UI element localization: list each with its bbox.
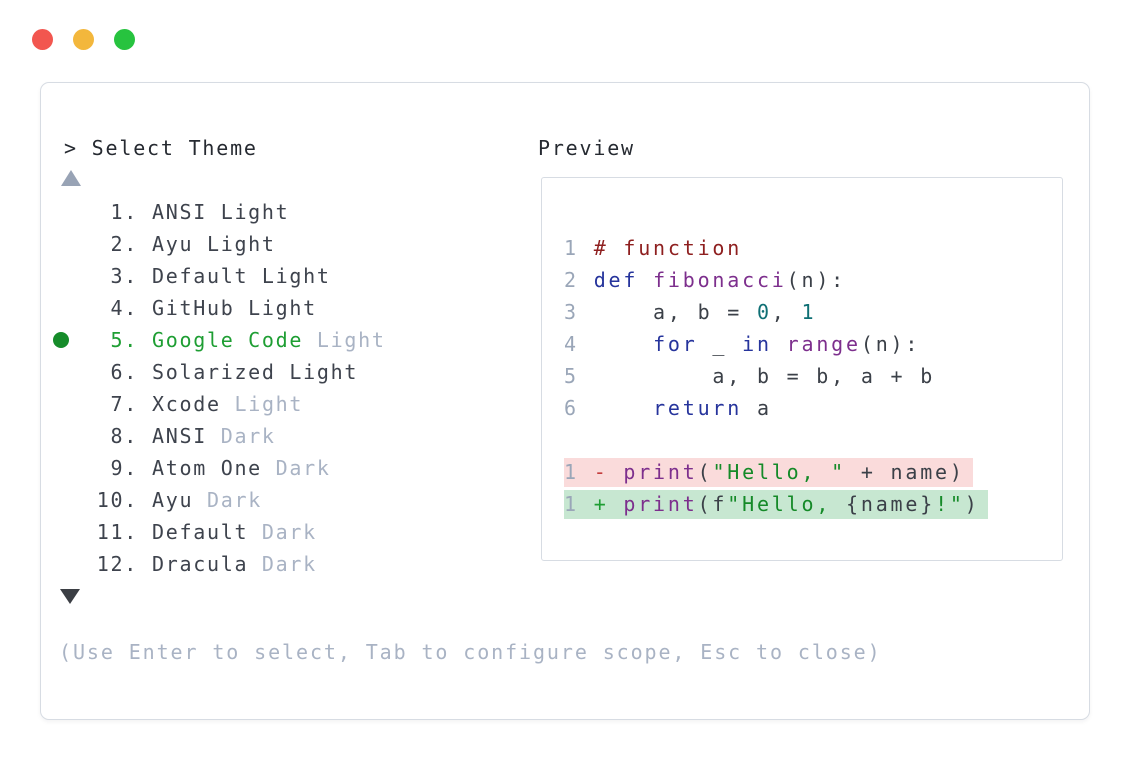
theme-item-number: 7. [110, 392, 138, 416]
window-controls [32, 29, 135, 50]
theme-item-label: ANSI Dark [152, 424, 276, 448]
theme-list-item[interactable]: 2. Ayu Light [41, 228, 521, 260]
bullet-slot [53, 428, 69, 444]
theme-item-label: ANSI Light [152, 200, 290, 224]
theme-list-item[interactable]: 4. GitHub Light [41, 292, 521, 324]
scroll-down-icon[interactable] [60, 589, 80, 604]
close-button[interactable] [32, 29, 53, 50]
line-number: 6 [564, 396, 594, 420]
line-number: 2 [564, 268, 594, 292]
theme-item-label: Ayu Dark [152, 488, 262, 512]
bullet-slot [53, 300, 69, 316]
theme-item-number: 8. [110, 424, 138, 448]
theme-item-number: 12. [96, 552, 138, 576]
theme-list-item[interactable]: 1. ANSI Light [41, 196, 521, 228]
bullet-slot [53, 364, 69, 380]
bullet-slot [53, 524, 69, 540]
selected-item-bullet-icon [53, 332, 69, 348]
theme-item-number: 5. [110, 328, 138, 352]
diff-line-added: 1 + print(f"Hello, {name}!") [564, 488, 1062, 520]
theme-item-label: Default Light [152, 264, 331, 288]
theme-item-label: Dracula Dark [152, 552, 317, 576]
theme-item-label: Solarized Light [152, 360, 359, 384]
code-line: 3 a, b = 0, 1 [564, 300, 817, 324]
code-line: 6 return a [564, 396, 772, 420]
theme-item-number: 6. [110, 360, 138, 384]
keyboard-hints: (Use Enter to select, Tab to configure s… [59, 640, 882, 664]
code-line: 1 # function [564, 236, 743, 260]
theme-list-item[interactable]: 11. Default Dark [41, 516, 521, 548]
line-number: 1 [564, 460, 579, 484]
theme-list-item[interactable]: 12. Dracula Dark [41, 548, 521, 580]
dialog-title: > Select Theme [64, 136, 258, 160]
line-number: 1 [564, 236, 594, 260]
theme-list: 1. ANSI Light 2. Ayu Light 3. Default Light 4.… [41, 196, 521, 580]
theme-list-item[interactable]: 6. Solarized Light [41, 356, 521, 388]
zoom-button[interactable] [114, 29, 135, 50]
theme-item-label: Ayu Light [152, 232, 276, 256]
code-line [564, 424, 1062, 456]
bullet-slot [53, 236, 69, 252]
preview-pane: 1 # function 2 def fibonacci(n): 3 a, b = … [541, 177, 1063, 561]
bullet-slot [53, 396, 69, 412]
theme-list-item[interactable]: 7. Xcode Light [41, 388, 521, 420]
line-number: 1 [564, 492, 579, 516]
bullet-slot [53, 268, 69, 284]
bullet-slot [53, 556, 69, 572]
code-line: 4 for _ in range(n): [564, 332, 921, 356]
scroll-up-icon[interactable] [61, 170, 81, 186]
theme-item-number: 2. [110, 232, 138, 256]
theme-item-label: Google Code Light [152, 328, 386, 352]
line-number: 5 [564, 364, 594, 388]
code-line: 5 a, b = b, a + b [564, 364, 936, 388]
theme-item-label: Atom One Dark [152, 456, 331, 480]
theme-list-item[interactable]: 10. Ayu Dark [41, 484, 521, 516]
diff-line-removed: 1 - print("Hello, " + name) [564, 456, 1062, 488]
line-number: 4 [564, 332, 594, 356]
theme-selector-dialog: > Select Theme 1. ANSI Light 2. Ayu Light 3.… [40, 82, 1090, 720]
theme-item-label: GitHub Light [152, 296, 317, 320]
theme-item-number: 1. [110, 200, 138, 224]
theme-item-number: 11. [96, 520, 138, 544]
line-number: 3 [564, 300, 594, 324]
theme-list-item[interactable]: 5. Google Code Light [41, 324, 521, 356]
theme-item-label: Default Dark [152, 520, 317, 544]
theme-list-item[interactable]: 8. ANSI Dark [41, 420, 521, 452]
theme-item-number: 4. [110, 296, 138, 320]
bullet-slot [53, 460, 69, 476]
theme-item-number: 9. [110, 456, 138, 480]
theme-item-number: 3. [110, 264, 138, 288]
bullet-slot [53, 204, 69, 220]
theme-item-label: Xcode Light [152, 392, 304, 416]
code-line: 2 def fibonacci(n): [564, 268, 847, 292]
theme-list-item[interactable]: 3. Default Light [41, 260, 521, 292]
theme-item-number: 10. [96, 488, 138, 512]
minimize-button[interactable] [73, 29, 94, 50]
theme-list-item[interactable]: 9. Atom One Dark [41, 452, 521, 484]
preview-label: Preview [538, 136, 635, 160]
bullet-slot [53, 492, 69, 508]
